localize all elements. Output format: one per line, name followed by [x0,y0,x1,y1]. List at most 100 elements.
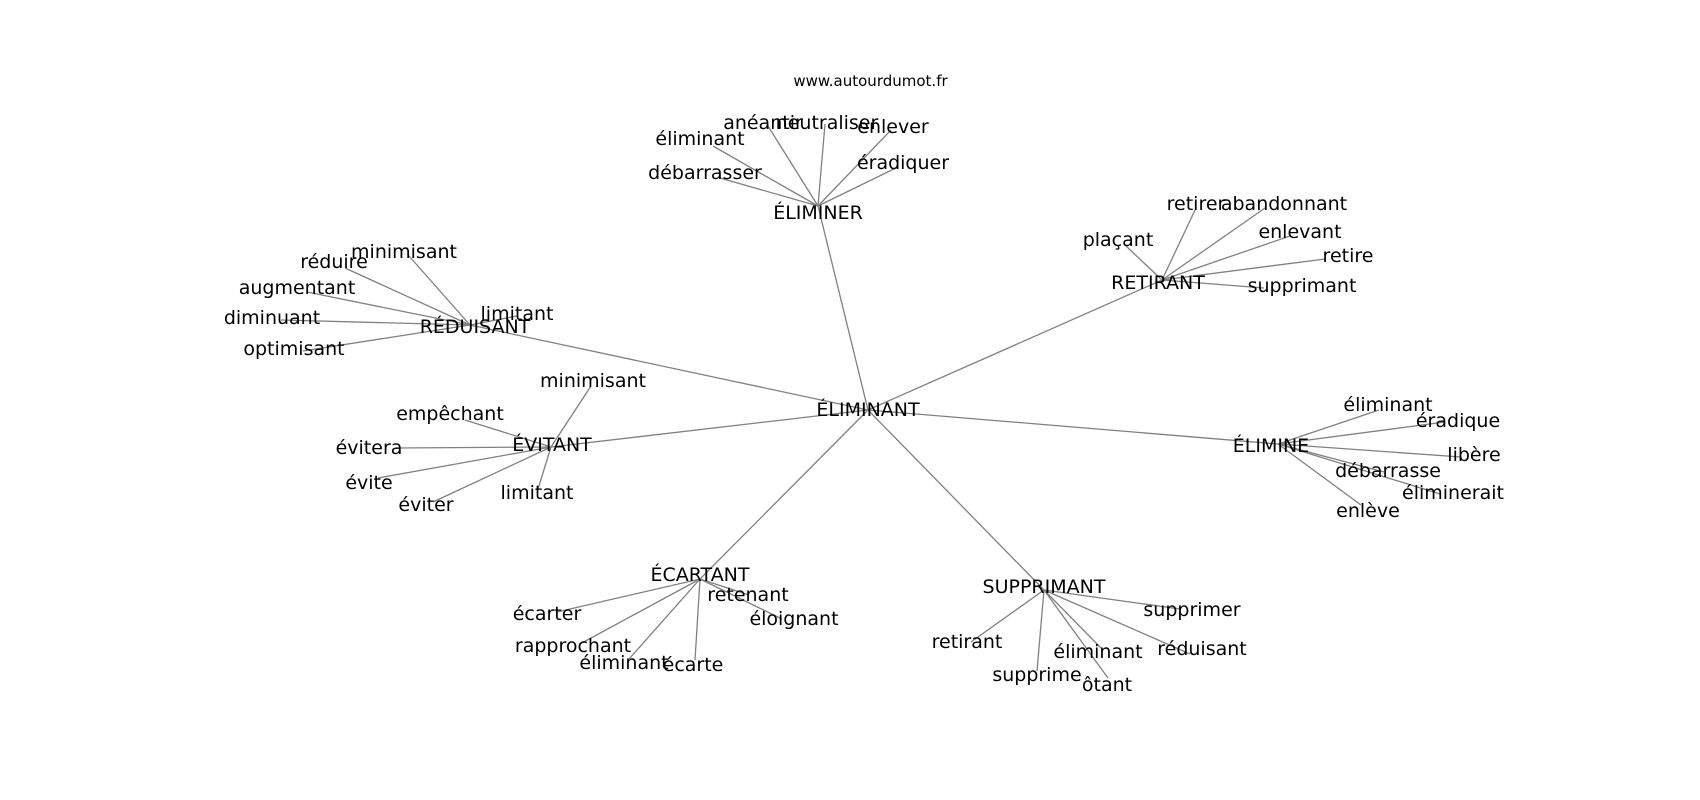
word-node-label: écarte [663,654,724,676]
edge-hub-to-word [712,145,819,207]
hub-node-label: RETIRANT [1111,272,1205,294]
word-node-label: réduire [300,251,368,273]
word-node-label: supprimer [1143,599,1240,621]
edge-hub-to-word [699,578,783,620]
edge-hub-to-word [719,177,819,207]
word-node-label: diminuant [224,307,320,329]
word-node-label: éviter [398,494,453,516]
edge-hub-to-word [537,446,552,490]
edge-hub-to-word [344,267,471,326]
word-node-label: minimisant [351,241,457,263]
edge-hub-to-word [408,255,471,326]
word-node-label: éliminerait [1402,482,1504,504]
edge-hub-to-word [694,578,701,661]
edge-hub-to-word [280,319,471,326]
edge-hub-to-word [1161,207,1266,281]
edge-hub-to-word [550,385,592,448]
word-node-label: ôtant [1082,674,1132,696]
word-node-label: éliminant [1343,394,1432,416]
edge-hub-to-word [302,324,471,352]
word-node-label: enlève [1336,500,1400,522]
word-node-label: supprimant [1248,275,1357,297]
graph-edges [280,123,1462,679]
edge-hub-to-word [1161,279,1265,289]
word-node-label: éliminant [579,652,668,674]
word-node-label: anéantir [723,112,803,134]
edge-hub-to-word [1043,589,1191,655]
edge-hub-to-word [1277,443,1462,458]
edge-hub-to-word [767,125,819,207]
word-node-label: limitant [481,303,554,325]
edge-hub-to-word [817,166,899,207]
word-node-label: éliminant [655,128,744,150]
hub-node-label: ÉLIMINE [1233,434,1309,457]
word-node-label: rapprochant [515,635,631,657]
edge-hub-to-word [699,578,750,596]
word-node-label: éloignant [749,608,838,630]
edge-hub-to-word [970,589,1045,643]
word-node-label: débarrasser [648,162,762,184]
watermark-text: www.autourdumot.fr [793,72,948,90]
word-node-label: neutraliser [776,112,879,134]
word-node-label: éradiquer [857,152,949,174]
word-node-label: évitera [336,437,403,459]
word-node-label: réduisant [1157,638,1247,660]
edge-center-to-hub [550,409,869,448]
edge-center-to-hub [699,409,869,580]
edge-hub-to-word [1043,589,1109,679]
edge-hub-to-word [1277,421,1446,445]
hub-node-label: ÉVITANT [512,433,592,456]
word-node-label: optimisant [243,338,344,360]
word-node-label: supprime [992,664,1081,686]
edge-hub-to-word [1161,235,1291,281]
word-node-label: retirant [932,631,1003,653]
word-node-label: retirer [1167,193,1226,215]
edge-center-to-hub [817,205,869,411]
edge-center-to-hub [867,279,1163,411]
word-node-label: écarter [513,603,582,625]
edge-center-to-hub [867,409,1279,445]
word-node-label: débarrasse [1335,460,1441,482]
edge-hub-to-word [377,446,552,479]
edge-hub-to-word [1161,207,1197,281]
word-node-label: retire [1323,245,1374,267]
word-node-label: augmentant [239,277,356,299]
word-node-label: éradique [1416,410,1500,432]
edge-center-to-hub [469,324,869,411]
hub-node-label: ÉLIMINER [773,201,863,224]
word-node-label: évite [345,472,392,494]
word-node-label: éliminant [1053,641,1142,663]
word-node-label: limitant [501,482,574,504]
edge-hub-to-word [628,578,701,660]
word-node-label: enlevant [1258,221,1341,243]
edge-hub-to-word [817,123,826,207]
word-node-label: libère [1447,444,1500,466]
edge-center-to-hub [867,409,1045,591]
edge-hub-to-word [1277,443,1441,495]
edge-hub-to-word [1043,589,1181,610]
word-node-label: abandonnant [1221,193,1347,215]
edge-hub-to-word [579,578,701,645]
edge-hub-to-word [1043,589,1102,649]
edge-hub-to-word [1277,443,1362,506]
center-node-label: ÉLIMINANT [816,398,920,421]
hub-node-label: ÉCARTANT [650,563,749,586]
word-node-label: plaçant [1083,229,1154,251]
edge-hub-to-word [1161,258,1326,281]
edge-hub-to-word [306,291,471,326]
edge-hub-to-word [464,419,552,448]
edge-hub-to-word [1277,443,1385,473]
edge-hub-to-word [394,446,552,449]
edge-hub-to-word [556,578,701,613]
edge-hub-to-word [1036,589,1045,672]
edge-hub-to-word [1125,245,1163,281]
word-node-label: minimisant [540,370,646,392]
hub-node-label: SUPPRIMANT [983,576,1106,598]
word-node-label: empêchant [396,403,504,425]
word-node-label: retenant [707,584,788,606]
edge-hub-to-word [817,129,892,207]
edge-hub-to-word [432,446,552,503]
edge-hub-to-word [1277,409,1380,445]
